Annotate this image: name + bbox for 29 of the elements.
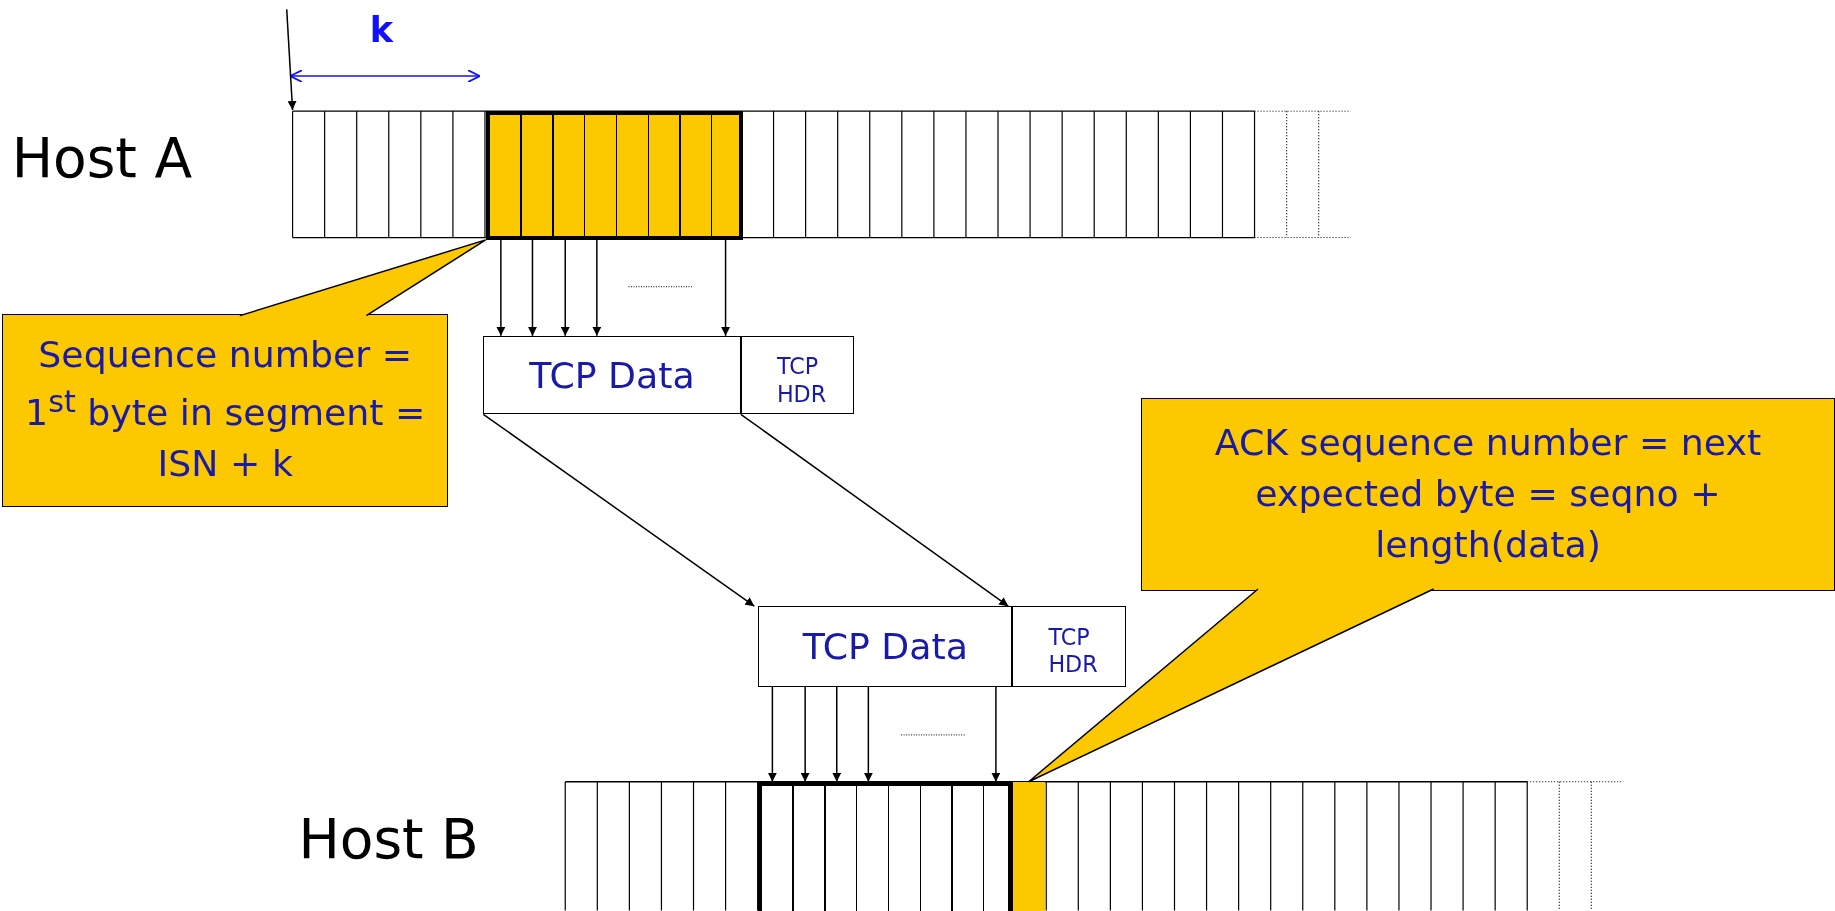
dimension-label: k — [369, 9, 394, 51]
data-label: TCP Data — [802, 625, 968, 669]
data-box — [483, 335, 741, 415]
data-label: TCP Data — [529, 353, 695, 397]
callout-text: Sequence number = 1$^{st}$ byte in segment = ISN + k — [24, 332, 427, 488]
arrow — [592, 239, 602, 337]
data-box — [758, 606, 1013, 687]
arrow — [832, 686, 842, 783]
next-byte-cell — [1012, 781, 1046, 911]
host-label: Host A — [11, 126, 193, 191]
arrow — [528, 239, 537, 337]
arrow — [863, 686, 873, 783]
arrow — [740, 413, 1010, 607]
header-box — [740, 335, 855, 415]
host-label: Host B — [298, 807, 479, 872]
arrow — [496, 239, 506, 337]
arrow — [991, 686, 1001, 783]
arrow — [767, 686, 777, 783]
header-box — [1012, 606, 1126, 687]
callout-box — [1141, 397, 1835, 591]
arrow — [560, 239, 570, 337]
highlighted-segment — [485, 111, 744, 240]
header-label: TCP HDR — [1048, 623, 1098, 680]
arrow — [721, 239, 731, 337]
header-label: TCP HDR — [776, 353, 826, 409]
received-segment — [758, 781, 1013, 911]
arrow — [482, 413, 756, 607]
arrow — [800, 686, 810, 783]
callout-text: ACK sequence number = next expected byte = seqno + length(data) — [1213, 420, 1763, 568]
